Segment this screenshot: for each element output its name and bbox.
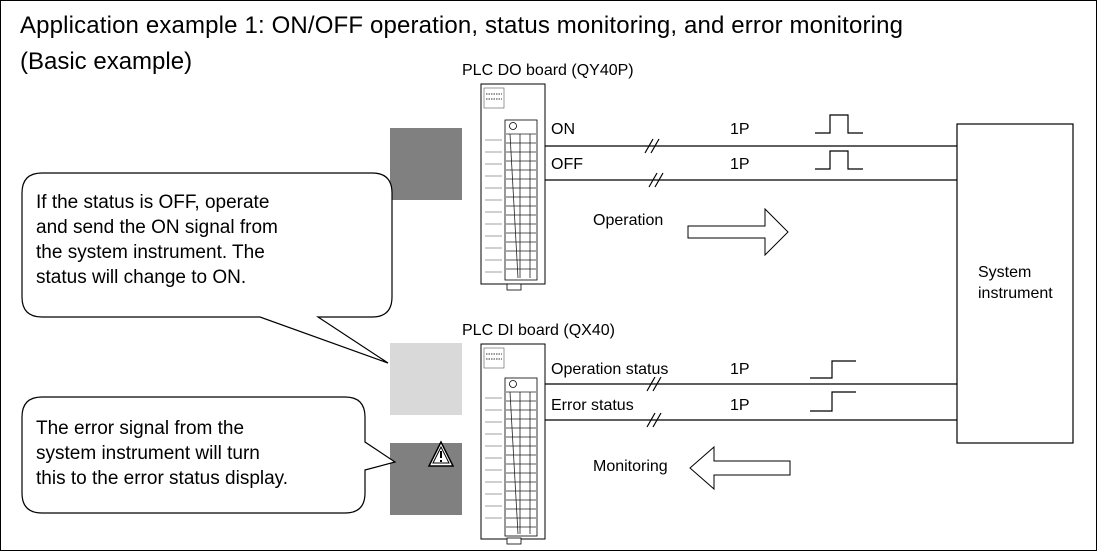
plc-di-board-module [480,343,546,545]
signal-error-status-label: Error status [551,397,634,414]
signal-error-status-count: 1P [730,397,750,414]
system-instrument-line1: System [978,264,1032,281]
callout-bottom-line: system instrument will turn [36,443,260,464]
do-board-label: PLC DO board (QY40P) [462,62,634,79]
callout-top-line: status will change to ON. [36,267,247,288]
signal-operation-status-count: 1P [730,361,750,378]
pulse-waveform-on [815,114,863,134]
di-board-label: PLC DI board (QX40) [462,322,615,339]
system-instrument-label: System instrument [978,262,1053,304]
status-square-bottom [390,443,462,515]
callout-top-line: and send the ON signal from [36,217,278,238]
status-square-middle [390,343,462,415]
operation-arrow [687,207,789,257]
signal-off-count: 1P [730,156,750,173]
system-instrument-box [956,123,1074,444]
pulse-waveform-off [815,150,863,170]
signal-operation-status-label: Operation status [551,361,669,378]
callout-bottom-text: The error signal from the system instrum… [36,416,288,491]
callout-bottom-bubble [21,396,397,514]
callout-bottom-line: this to the error status display. [36,468,289,489]
plc-do-board-module [480,83,546,291]
monitoring-arrow [689,445,791,491]
step-waveform-operation [810,360,856,379]
monitoring-arrow-label: Monitoring [593,458,668,475]
callout-bottom-line: The error signal from the [36,418,245,439]
callout-top-text: If the status is OFF, operate and send t… [36,190,278,290]
operation-arrow-label: Operation [593,212,664,229]
page-subtitle: (Basic example) [20,48,193,75]
status-square-top [390,128,462,200]
signal-on-count: 1P [730,121,750,138]
warning-triangle-icon [427,440,455,467]
signal-off-label: OFF [551,156,583,173]
callout-top-line: If the status is OFF, operate [36,192,270,213]
system-instrument-line2: instrument [978,285,1053,302]
signal-on-label: ON [551,121,575,138]
step-waveform-error [810,391,856,412]
page-title: Application example 1: ON/OFF operation,… [20,12,904,39]
callout-top-bubble [21,172,393,364]
callout-top-line: the system instrument. The [36,242,265,263]
